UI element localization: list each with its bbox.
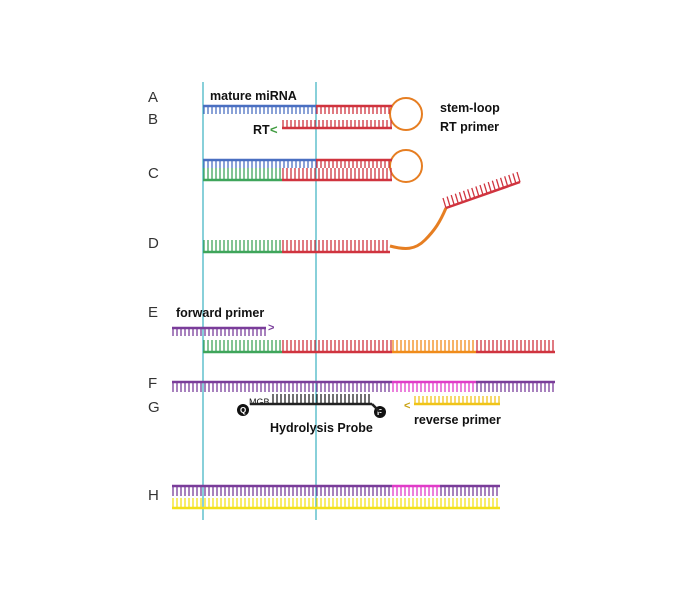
row-label-h: H — [148, 487, 159, 504]
reverse-primer-g — [414, 396, 500, 406]
magenta-strand-h — [392, 484, 440, 496]
rt-arrow-icon: < — [270, 122, 278, 137]
forward-primer-label: forward primer — [176, 306, 264, 320]
unfolded-loop-d — [389, 207, 448, 250]
row-label-b: B — [148, 111, 158, 128]
hydrolysis-probe-label: Hydrolysis Probe — [270, 421, 373, 435]
row-label-d: D — [148, 235, 159, 252]
rt-primer-d — [282, 240, 390, 254]
rt-primer-bottom-b — [282, 120, 392, 130]
mirna-strand-c — [203, 158, 317, 168]
red-tail-e — [476, 340, 555, 354]
orange-segment-e — [392, 340, 476, 354]
stem-loop-label-line2: RT primer — [440, 120, 499, 134]
cdna-strand-e — [203, 340, 282, 354]
magenta-strand-f — [392, 380, 476, 392]
rt-primer-bottom-c — [282, 168, 392, 182]
mgb-label: MGB — [249, 397, 270, 407]
row-label-e: E — [148, 304, 158, 321]
forward-strand-f — [172, 380, 392, 392]
cdna-strand-c — [203, 168, 282, 182]
probe-linker — [250, 402, 381, 413]
row-label-c: C — [148, 165, 159, 182]
mature-mirna-label: mature miRNA — [210, 89, 297, 103]
hydrolysis-probe-g — [272, 394, 372, 406]
row-label-g: G — [148, 399, 160, 416]
reverse-arrow-icon: < — [404, 400, 410, 412]
mirna-strand-a — [203, 104, 317, 114]
rt-primer-top-b — [316, 104, 392, 114]
purple-tail-h — [440, 484, 500, 496]
rt-primer-top-c — [316, 158, 392, 168]
row-label-a: A — [148, 89, 158, 106]
stem-loop-b — [389, 97, 423, 131]
forward-primer-e — [172, 326, 266, 336]
purple-tail-f — [476, 380, 555, 392]
quencher-letter: Q — [240, 406, 246, 415]
rt-label: RT — [253, 123, 270, 137]
row-label-f: F — [148, 375, 157, 392]
quencher-icon — [237, 404, 249, 416]
yellow-strand-h — [172, 498, 500, 510]
rt-primer-tail-d — [442, 171, 521, 210]
stem-loop-c — [389, 149, 423, 183]
forward-strand-h — [172, 484, 392, 496]
stem-loop-label-line1: stem-loop — [440, 101, 500, 115]
rt-primer-strand-e — [282, 340, 392, 354]
cdna-strand-d — [203, 240, 282, 254]
reverse-primer-label: reverse primer — [414, 413, 501, 427]
strands-group — [172, 104, 555, 510]
forward-arrow-icon: > — [268, 322, 274, 334]
